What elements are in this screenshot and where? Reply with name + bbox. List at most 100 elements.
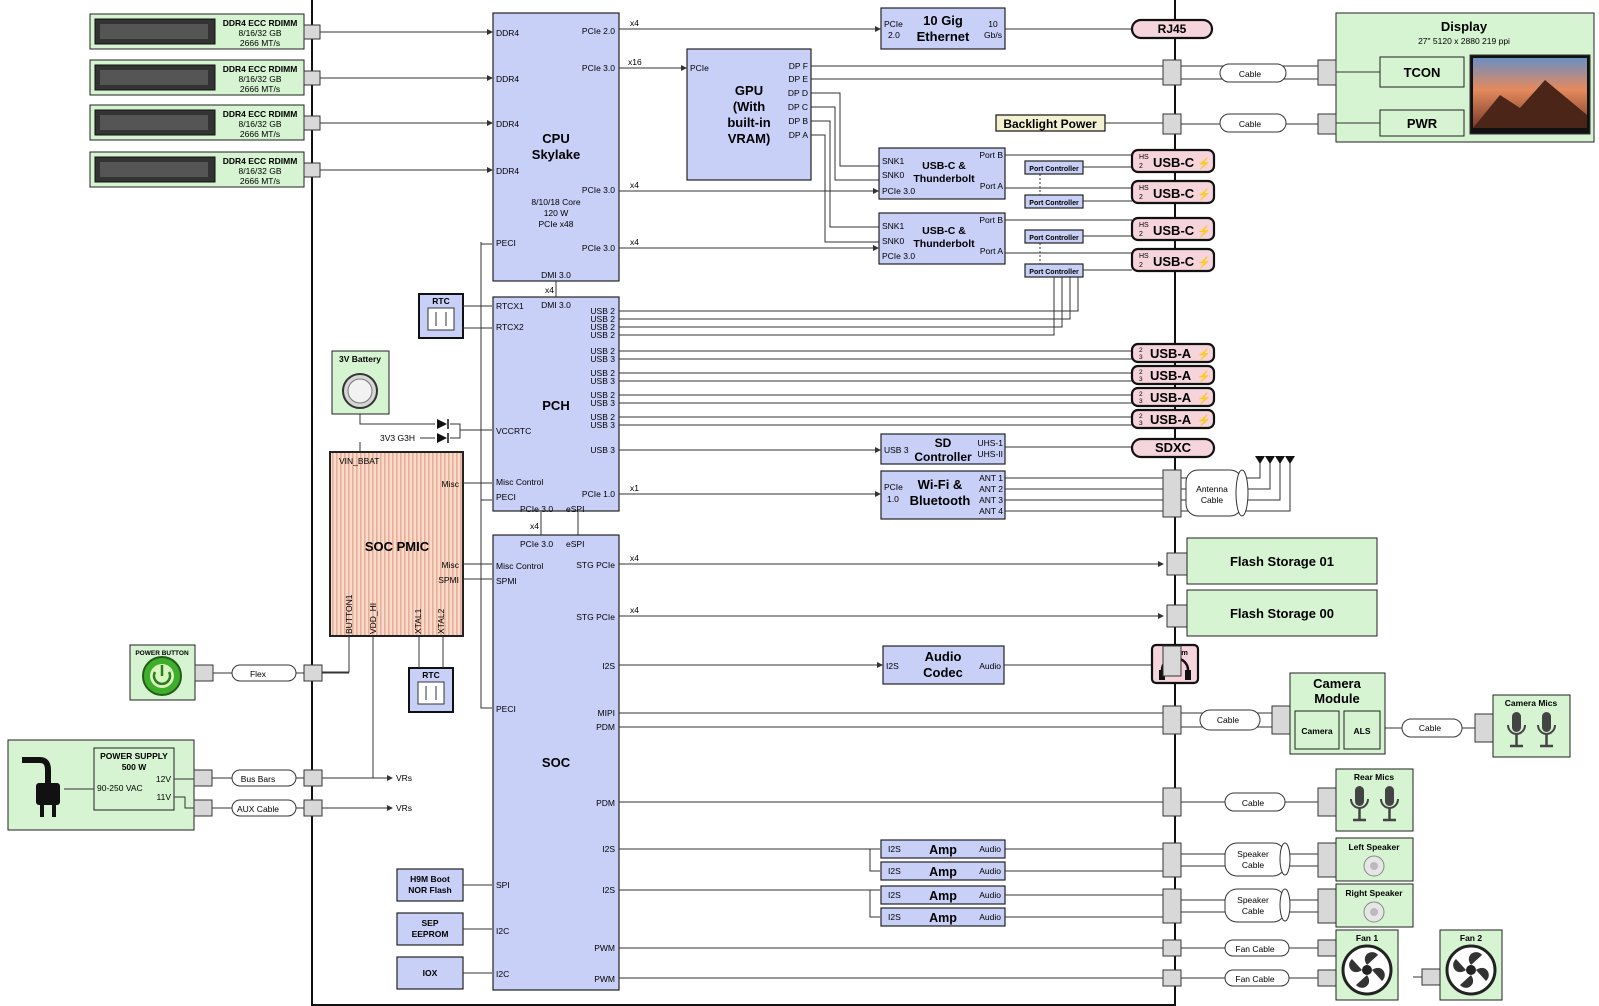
pch-usb-pin: USB 3 [590, 398, 615, 408]
usb-a-port[interactable]: 2 3 USB-A ⚡ [1130, 408, 1216, 430]
soc-stg-pcie: STG PCIe [576, 612, 615, 622]
port-controller-label: Port Controller [1029, 166, 1079, 173]
amp-i2s: I2S [888, 890, 901, 900]
soc-spmi: SPMI [496, 576, 517, 586]
usb-a-label: USB-A [1150, 412, 1192, 427]
ethernet-controller: PCIe 2.0 10 Gig Ethernet 10 Gb/s [880, 7, 1006, 50]
gpu-pcie: PCIe [690, 63, 709, 73]
usb-c-label: USB-C [1153, 186, 1195, 201]
usb-c-port[interactable]: HS 2 USB-C ⚡ [1130, 247, 1216, 273]
thunderbolt-controller-2: SNK1 SNK0 PCIe 3.0 USB-C & Thunderbolt P… [878, 212, 1006, 265]
soc-title: SOC [542, 755, 571, 770]
usb-c-port[interactable]: HS 2 USB-C ⚡ [1130, 148, 1216, 174]
pmic-misc: Misc [442, 479, 460, 489]
antenna-icons [1255, 456, 1295, 464]
usb-a-port[interactable]: 2 3 USB-A ⚡ [1130, 364, 1216, 386]
cable-label: Cable [1217, 715, 1239, 725]
soc-stg-pcie: STG PCIe [576, 560, 615, 570]
pch-usb-pin: USB 2 [590, 322, 615, 332]
usb-a-port[interactable]: 2 3 USB-A ⚡ [1130, 386, 1216, 408]
rj45-port[interactable]: RJ45 [1130, 18, 1214, 40]
pmic-misc: Misc [442, 560, 460, 570]
pch-usb-pin: USB 2 [590, 330, 615, 340]
pch-pcie10: PCIe 1.0 [582, 489, 615, 499]
amp: I2S Amp Audio [880, 861, 1006, 881]
cpu-codename: Skylake [532, 147, 580, 162]
ethernet-title: 10 Gig [923, 13, 963, 28]
pch-peci: PECI [496, 492, 516, 502]
hs-num: 2 [1139, 231, 1143, 238]
amp-title: Amp [929, 889, 957, 903]
pch-block: PCH DMI 3.0 RTCX1 RTCX2 VCCRTC Misc Cont… [492, 296, 620, 514]
sdxc-slot[interactable]: SDXC [1130, 437, 1216, 459]
lane-count: x4 [630, 180, 639, 190]
soc-spi: SPI [496, 880, 510, 890]
right-speaker-label: Right Speaker [1345, 888, 1403, 898]
soc-pdm: PDM [596, 722, 615, 732]
tb-subtitle: Thunderbolt [913, 173, 975, 185]
camera-mics-label: Camera Mics [1505, 698, 1558, 708]
dimm-slot: DDR4 ECC RDIMM 8/16/32 GB 2666 MT/s [89, 151, 305, 188]
power-button[interactable]: POWER BUTTON [129, 644, 196, 701]
sep-eeprom: SEP EEPROM [396, 912, 464, 946]
soc-i2s: I2S [602, 844, 615, 854]
usb-a-gen: 2 [1139, 413, 1143, 420]
lane-count: x4 [630, 18, 639, 28]
vrs-label: VRs [396, 773, 412, 783]
gpu-title: built-in [727, 115, 770, 130]
right-speaker: Right Speaker [1335, 883, 1414, 928]
usb-a-port[interactable]: 2 3 USB-A ⚡ [1130, 342, 1216, 364]
cpu-lanes: PCIe x48 [539, 219, 574, 229]
cpu-ddr-port: DDR4 [496, 28, 519, 38]
flash-storage-label: Flash Storage 01 [1230, 554, 1334, 569]
cpu-block: CPU Skylake 8/10/18 Core 120 W PCIe x48 … [492, 12, 620, 282]
cable-label: AUX Cable [237, 804, 279, 814]
soc-peci: PECI [496, 704, 516, 714]
codec-out: Audio [979, 661, 1001, 671]
cable-label: Speaker [1237, 849, 1269, 859]
amp-i2s: I2S [888, 912, 901, 922]
soc-pmic: VIN_BBAT SOC PMIC Misc Misc SPMI BUTTON1… [329, 451, 464, 637]
amp-out: Audio [979, 844, 1001, 854]
usb-c-port[interactable]: HS 2 USB-C ⚡ [1130, 179, 1216, 205]
soc-pwm: PWM [594, 943, 615, 953]
camera-subtitle: Module [1314, 691, 1360, 706]
soc-pwm: PWM [594, 974, 615, 984]
boot-flash: H9M Boot NOR Flash [396, 868, 464, 902]
pch-usb3: USB 3 [590, 445, 615, 455]
pmic-pin: XTAL2 [436, 608, 446, 634]
pch-rtcx2: RTCX2 [496, 322, 524, 332]
dimm-capacity: 8/16/32 GB [238, 74, 281, 84]
diode-icons [437, 419, 449, 443]
tb-port-b: Port B [979, 215, 1003, 225]
fan-icon [1445, 944, 1497, 996]
hs-label: HS [1139, 154, 1149, 161]
rtc-label: RTC [432, 296, 449, 306]
pmic-spmi: SPMI [438, 575, 459, 585]
usb-c-port[interactable]: HS 2 USB-C ⚡ [1130, 216, 1216, 242]
fan-2: Fan 2 [1439, 929, 1503, 1001]
soc-i2s: I2S [602, 661, 615, 671]
dimm-slot: DDR4 ECC RDIMM 8/16/32 GB 2666 MT/s [89, 59, 305, 96]
sdxc-label: SDXC [1155, 440, 1192, 455]
hs-num: 2 [1139, 262, 1143, 269]
amp-out: Audio [979, 890, 1001, 900]
lane-count: x4 [545, 285, 554, 295]
wifi-antenna: ANT 4 [979, 506, 1003, 516]
psu-cables: Bus Bars AUX Cable [231, 769, 297, 817]
usb-icon: ⚡ [1197, 370, 1211, 383]
fan-1: Fan 1 [1335, 929, 1399, 1001]
cpu-pcie30: PCIe 3.0 [582, 185, 615, 195]
amp-title: Amp [929, 865, 957, 879]
sd-usb: USB 3 [884, 445, 909, 455]
usb-a-gen: 2 [1139, 347, 1143, 354]
amp: I2S Amp Audio [880, 885, 1006, 905]
sep-title: SEP [421, 918, 438, 928]
camera-sensor-label: Camera [1301, 726, 1332, 736]
iox-label: IOX [423, 968, 438, 978]
cpu-dmi: DMI 3.0 [541, 270, 571, 280]
gpu-dp-port: DP C [788, 102, 808, 112]
usb-icon: ⚡ [1197, 414, 1211, 427]
usb-c-label: USB-C [1153, 155, 1195, 170]
dimm-speed: 2666 MT/s [240, 129, 280, 139]
